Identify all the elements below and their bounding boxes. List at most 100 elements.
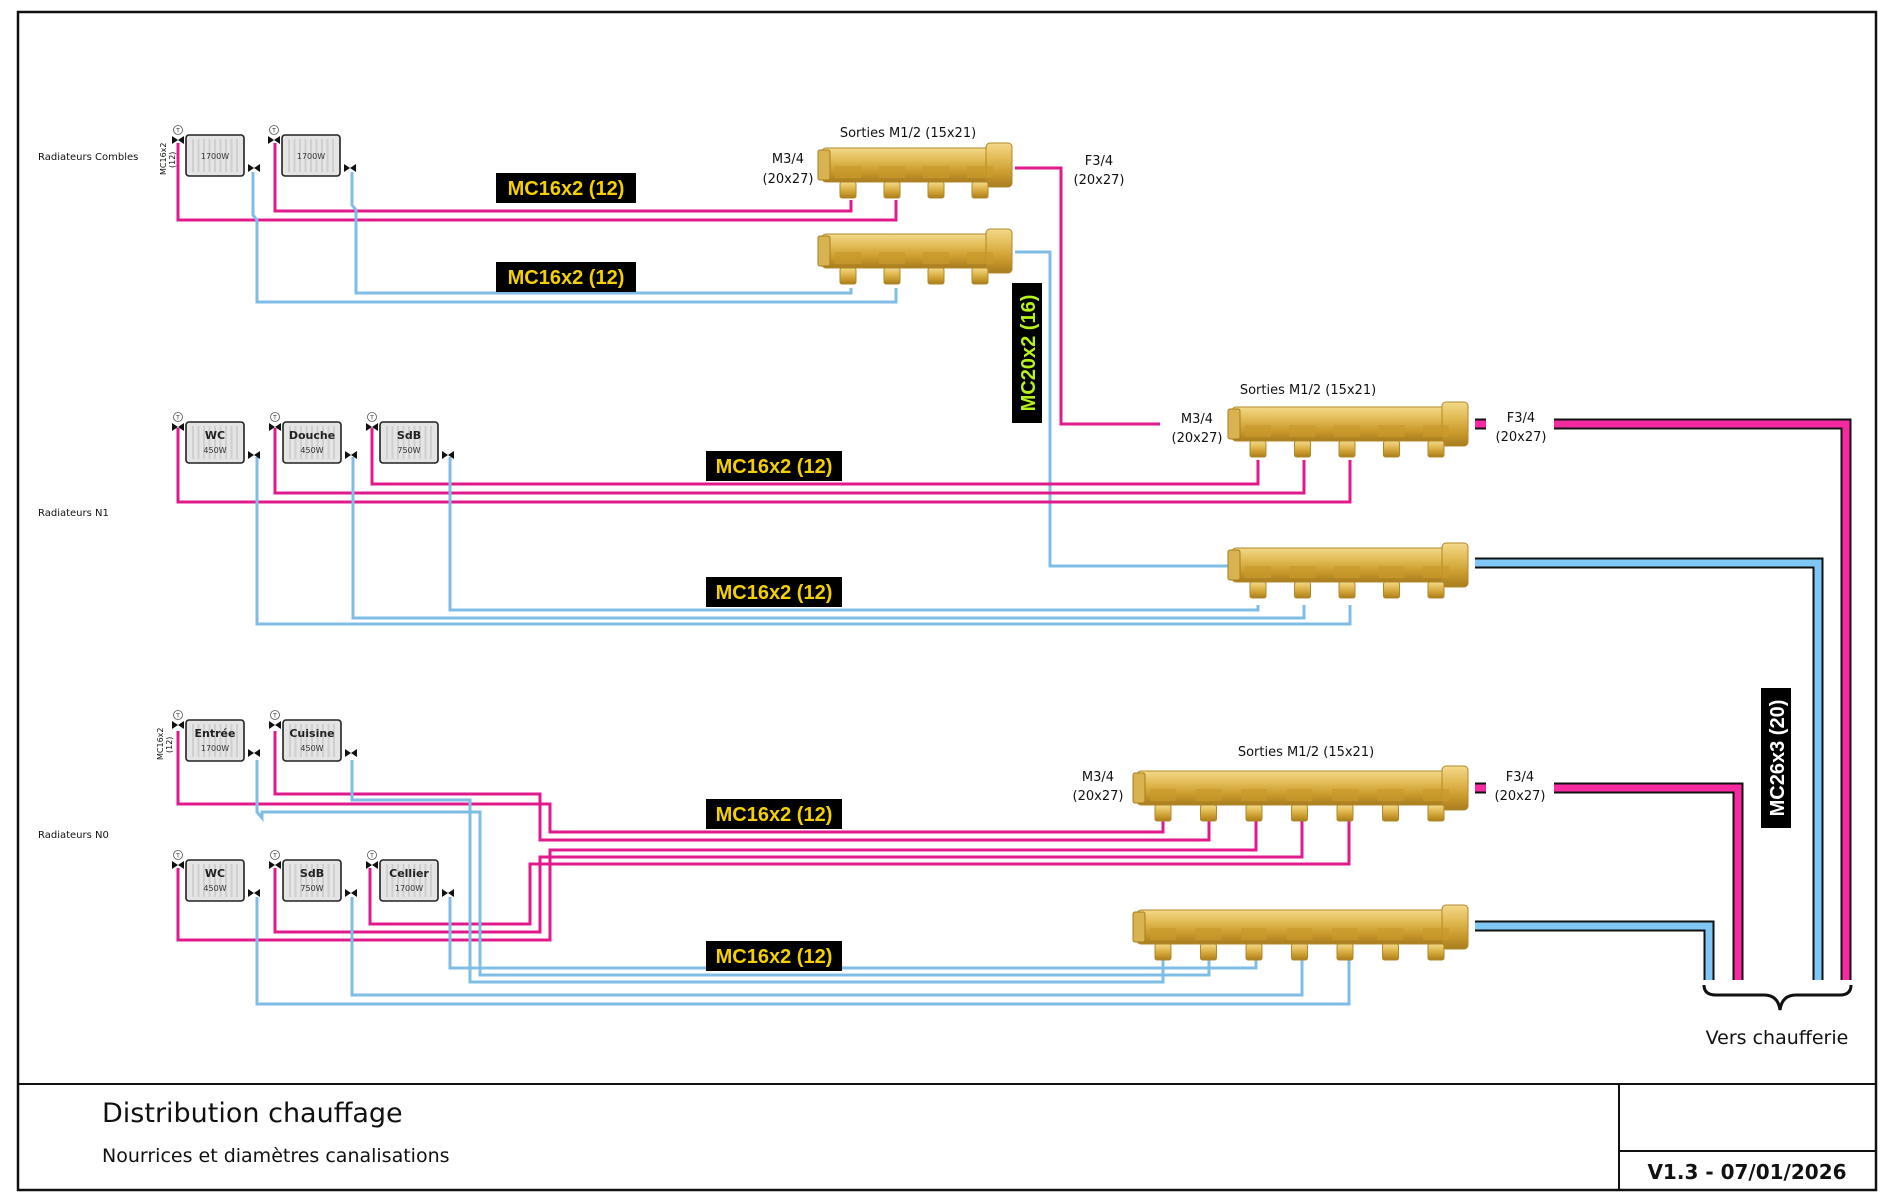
manifold-n1-supply bbox=[1227, 401, 1469, 458]
lockshield-valve-icon bbox=[248, 451, 260, 459]
supply-pipe bbox=[273, 143, 853, 213]
thermostatic-valve-icon: T bbox=[172, 125, 184, 144]
tag-n1-supply: MC16x2 (12) bbox=[716, 456, 833, 478]
pipe-tag: MC16x2 (12) bbox=[496, 173, 636, 203]
manifold-combles-end-size: (20x27) bbox=[1074, 173, 1125, 188]
lockshield-valve-icon bbox=[442, 889, 454, 897]
level-label-n0: Radiateurs N0 bbox=[38, 830, 109, 841]
main-return-pipe-n1 bbox=[1475, 559, 1822, 980]
manifold-n1-return bbox=[1227, 542, 1469, 599]
main-pipes: Vers chaufferie bbox=[1475, 418, 1853, 1049]
version-date: V1.3 - 07/01/2026 bbox=[1647, 1160, 1846, 1184]
radiator-power: 1700W bbox=[297, 152, 325, 161]
manifold-combles-supply bbox=[817, 142, 1013, 199]
manifold-n1-inlet-label: M3/4 bbox=[1181, 412, 1213, 427]
svg-text:T: T bbox=[272, 415, 277, 422]
radiator-power: 1700W bbox=[201, 744, 229, 753]
lockshield-valve-icon bbox=[345, 451, 357, 459]
manifold-n0-inlet-size: (20x27) bbox=[1073, 789, 1124, 804]
thermostatic-valve-icon: T bbox=[172, 412, 184, 431]
svg-text:T: T bbox=[272, 853, 277, 860]
manifold-outlet bbox=[1291, 804, 1308, 822]
return-pipe bbox=[255, 457, 1352, 626]
tag-n0-return: MC16x2 (12) bbox=[716, 946, 833, 968]
manifold-combles-return bbox=[817, 228, 1013, 285]
manifold-outlet bbox=[1245, 804, 1263, 822]
boiler-brace bbox=[1702, 984, 1853, 1011]
svg-text:T: T bbox=[175, 853, 180, 860]
tag-n1-return: MC16x2 (12) bbox=[716, 582, 833, 604]
return-pipe bbox=[251, 172, 898, 304]
pipe-tag: MC16x2 (12) bbox=[706, 577, 842, 607]
thermostatic-valve-icon: T bbox=[366, 412, 378, 431]
thermostatic-valve-icon: T bbox=[269, 710, 281, 729]
manifold-n0-supply bbox=[1132, 765, 1469, 822]
manifold-outlet bbox=[839, 267, 857, 285]
manifold-outlet bbox=[1336, 943, 1354, 961]
return-pipe bbox=[448, 897, 1258, 970]
radiator-power: 450W bbox=[300, 446, 323, 455]
boiler-label: Vers chaufferie bbox=[1706, 1027, 1849, 1049]
return-pipe bbox=[350, 172, 853, 295]
manifold-outlet bbox=[1291, 943, 1308, 961]
manifold-outlet bbox=[1200, 804, 1217, 822]
manifold-n0-inlet-label: M3/4 bbox=[1082, 770, 1114, 785]
lockshield-valve-icon bbox=[248, 164, 260, 172]
manifold-outlet bbox=[971, 267, 989, 285]
radiator-name: SdB bbox=[300, 867, 324, 880]
svg-text:T: T bbox=[175, 128, 180, 135]
radiator-name: SdB bbox=[397, 429, 421, 442]
level-label-combles: Radiateurs Combles bbox=[38, 152, 138, 163]
riser-return-pipe bbox=[1015, 250, 1235, 568]
svg-text:T: T bbox=[369, 415, 374, 422]
radiator-power: 750W bbox=[397, 446, 420, 455]
manifold-n0-end-label: F3/4 bbox=[1506, 770, 1534, 785]
manifold-outlet bbox=[1383, 440, 1400, 458]
radiator-name: Douche bbox=[289, 429, 335, 442]
return-pipe bbox=[448, 457, 1260, 612]
main-supply-pipe-n1 bbox=[1475, 420, 1850, 980]
thermostatic-valve-icon: T bbox=[268, 125, 280, 144]
supply-pipe bbox=[176, 143, 898, 222]
manifold-outlet bbox=[927, 267, 945, 285]
manifold-n1-end-label: F3/4 bbox=[1507, 411, 1535, 426]
radiators: 1700WT1700WTWC450WTDouche450WTSdB750WTEn… bbox=[172, 125, 454, 902]
radiator: Douche 450W T bbox=[269, 412, 357, 464]
supply-pipe bbox=[273, 731, 1211, 842]
radiator-power: 1700W bbox=[395, 884, 423, 893]
return-pipe bbox=[351, 457, 1306, 620]
manifold-outlet bbox=[927, 181, 945, 199]
radiator: SdB 750W T bbox=[366, 412, 454, 464]
radiator-power: 1700W bbox=[201, 152, 229, 161]
lockshield-valve-icon bbox=[344, 164, 356, 172]
svg-text:T: T bbox=[271, 128, 276, 135]
pipe-tag: MC26x3 (20) bbox=[1761, 688, 1791, 828]
supply-pipe bbox=[176, 731, 1165, 834]
lockshield-valve-icon bbox=[248, 889, 260, 897]
manifold-outlet bbox=[1154, 943, 1172, 961]
pipe-tag: MC16x2 (12) bbox=[706, 799, 842, 829]
tag-riser: MC20x2 (16) bbox=[1018, 295, 1040, 412]
main-return-pipe-n0 bbox=[1475, 922, 1713, 980]
manifold-outlet bbox=[1338, 440, 1356, 458]
return-pipe bbox=[255, 760, 1211, 977]
supply-pipe bbox=[176, 428, 1352, 504]
manifold-outlet bbox=[1427, 943, 1445, 961]
pipe-tag: MC16x2 (12) bbox=[706, 941, 842, 971]
radiator-name: Entrée bbox=[195, 727, 236, 740]
manifold-outlet bbox=[1154, 804, 1172, 822]
manifolds bbox=[817, 142, 1469, 961]
radiator-name: WC bbox=[205, 867, 225, 880]
manifold-outlet bbox=[1245, 943, 1263, 961]
tag-combles-return: MC16x2 (12) bbox=[508, 267, 625, 289]
pipe-note-n0: MC16x2 bbox=[156, 728, 165, 761]
lockshield-valve-icon bbox=[442, 451, 454, 459]
main-supply-pipe-n0 bbox=[1475, 784, 1742, 980]
manifold-outlet bbox=[1427, 804, 1445, 822]
manifold-n0-outlets-label: Sorties M1/2 (15x21) bbox=[1238, 745, 1374, 760]
